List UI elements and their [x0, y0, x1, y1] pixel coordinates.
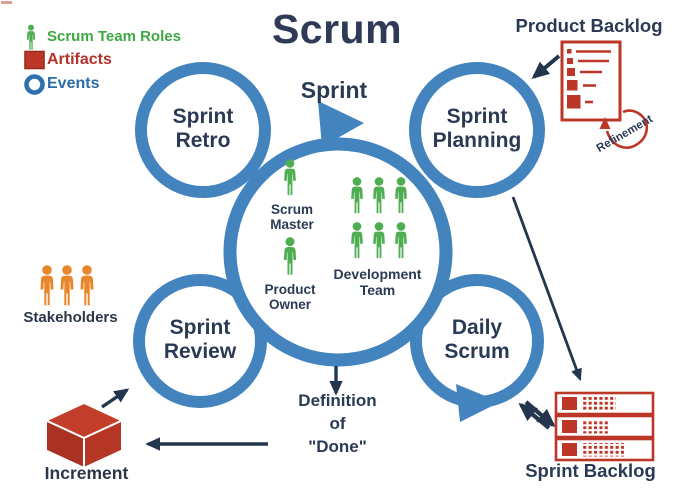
sprint-planning-circle	[409, 62, 545, 198]
sprint-review-label: Sprint Review	[163, 316, 237, 363]
daily-scrum-arrowhead-icon	[456, 384, 500, 422]
legend-person-icon	[26, 24, 36, 50]
sprint-retro-label: Sprint Retro	[172, 105, 234, 152]
definition-of-done-label: Definition of "Done"	[298, 391, 377, 456]
sprint-backlog-label: Sprint Backlog	[525, 460, 656, 481]
refinement-arrowhead-icon	[599, 117, 611, 129]
sprint-arc-label: Sprint	[300, 77, 368, 103]
sprint-cycle-circle	[223, 137, 453, 367]
sprint-retro-circle	[135, 62, 271, 198]
daily-scrum-label: Daily Scrum	[444, 316, 510, 363]
scrum-master-label: Scrum Master	[270, 202, 314, 233]
legend-artifacts-label: Artifacts	[47, 51, 112, 68]
flow-arrows	[101, 54, 582, 451]
refinement-arrow	[599, 109, 649, 149]
arrow-planning-to-sprint-backlog	[511, 196, 582, 382]
development-team-label: Development Team	[333, 266, 422, 298]
stakeholder-person-icon	[40, 265, 54, 306]
product-owner-label: Product Owner	[264, 282, 316, 313]
page-title: Scrum	[271, 6, 403, 52]
product-backlog-label: Product Backlog	[515, 15, 663, 36]
event-circles	[133, 62, 545, 408]
corner-artifact	[1, 1, 12, 4]
sprint-cycle-arrowhead-icon	[318, 101, 364, 147]
legend-square-icon	[24, 50, 45, 70]
sprint-review-circle	[133, 274, 267, 408]
arrow-daily-to-backlog	[524, 400, 556, 428]
product-backlog-icon	[560, 40, 622, 122]
legend-icons	[24, 24, 45, 95]
cycle-arrowheads	[318, 101, 500, 422]
stakeholder-person-icon	[60, 265, 74, 306]
stakeholder-person-icon	[80, 265, 94, 306]
increment-cube-icon	[45, 402, 123, 469]
stakeholders-label: Stakeholders	[23, 309, 118, 326]
arrow-backlog-to-planning	[531, 54, 561, 80]
stakeholders-icons	[40, 265, 94, 306]
sprint-backlog-icon	[554, 391, 655, 462]
legend-events-label: Events	[47, 75, 100, 92]
arrow-increment-to-review	[101, 388, 130, 409]
sprint-planning-label: Sprint Planning	[432, 105, 522, 152]
legend-circle-icon	[24, 74, 45, 95]
increment-label: Increment	[44, 463, 129, 483]
legend-roles-label: Scrum Team Roles	[47, 28, 181, 45]
